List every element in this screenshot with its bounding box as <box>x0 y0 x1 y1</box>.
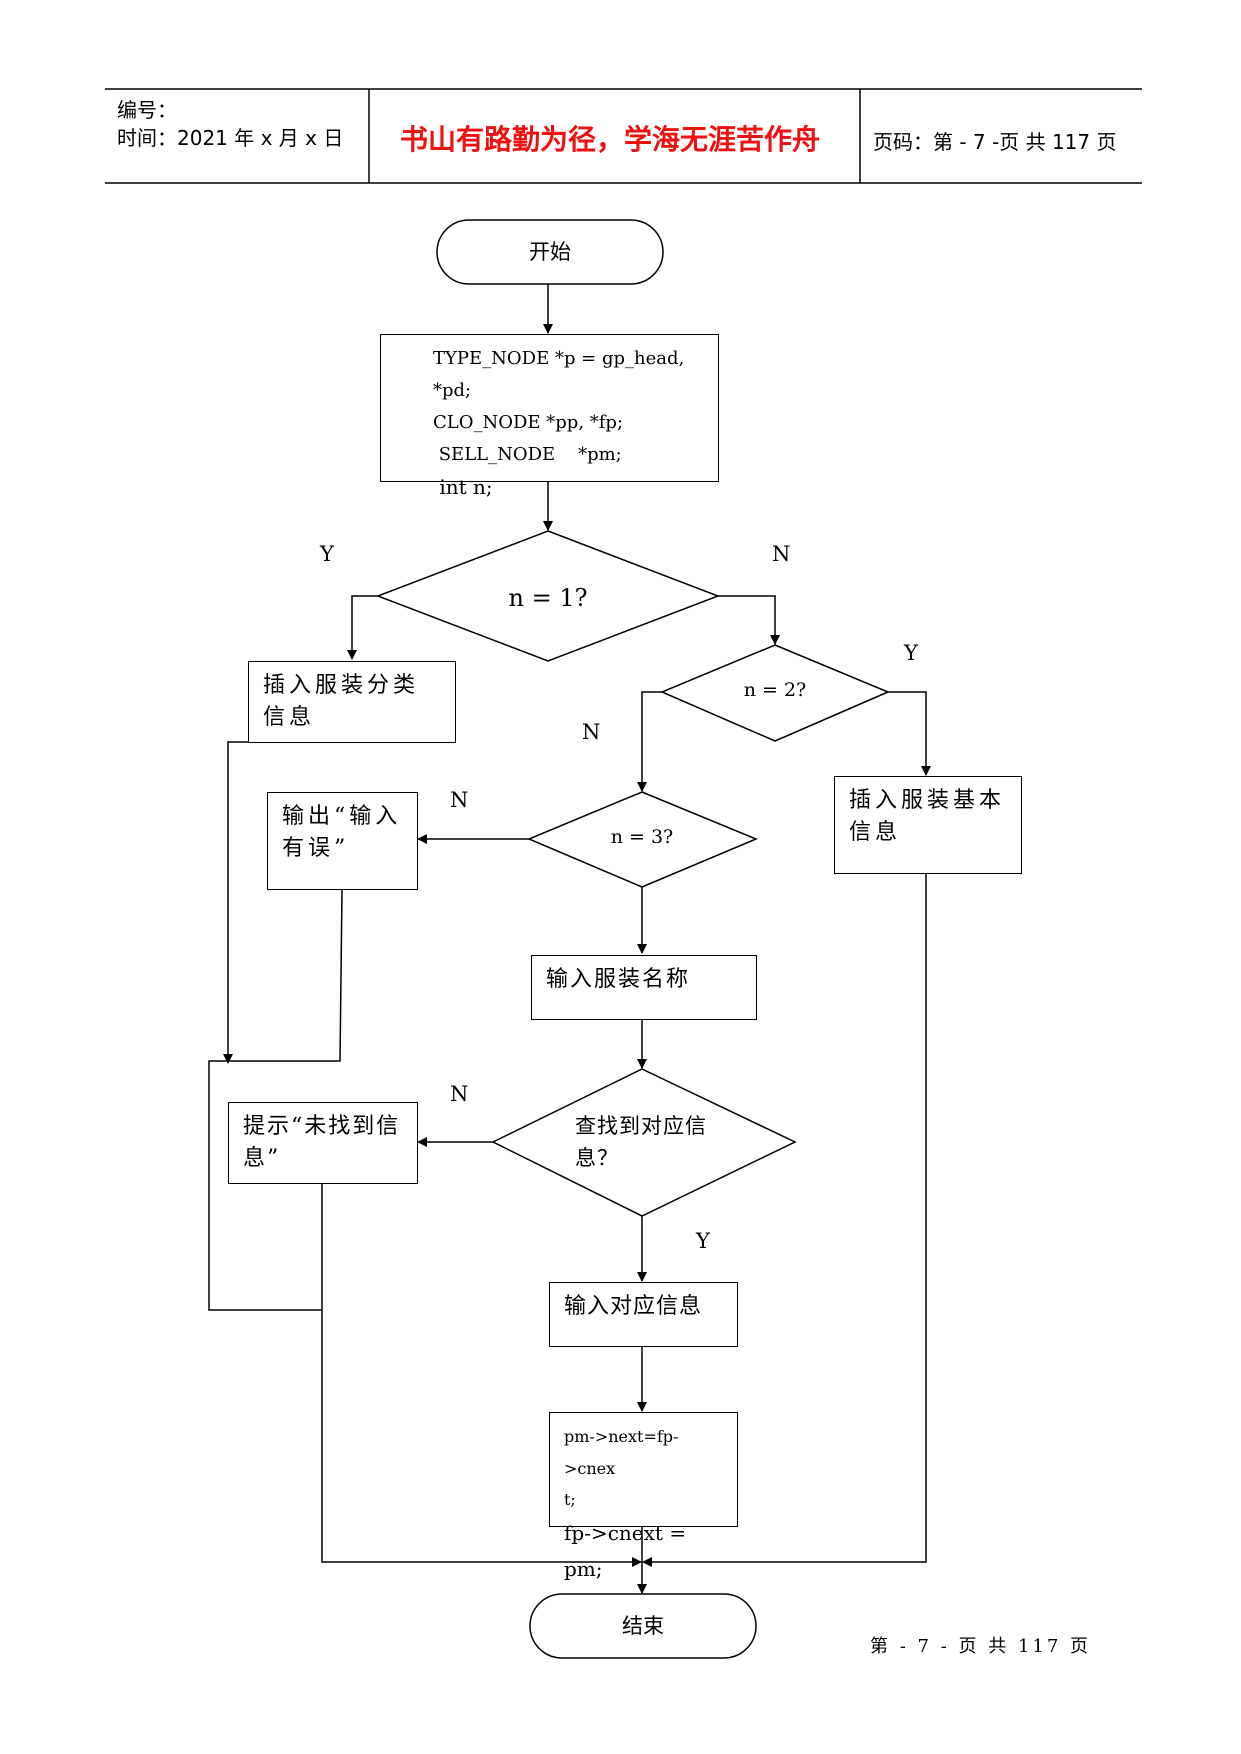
insert-basic-box: 插入服装基本信息 <box>834 776 1022 874</box>
footer-page-number: 第 - 7 - 页 共 117 页 <box>870 1636 1092 1657</box>
header-table-lines <box>105 88 1142 184</box>
assign-box: pm->next=fp->cnex t; fp->cnext = pm; <box>549 1412 738 1581</box>
decision-n2-label: n = 2? <box>743 679 807 701</box>
assign-line-3: fp->cnext = pm; <box>564 1521 687 1581</box>
decision-n2-shape <box>660 644 890 742</box>
declarations-box: TYPE_NODE *p = gp_head, *pd; CLO_NODE *p… <box>380 334 719 499</box>
label-n-found: N <box>450 1082 469 1106</box>
start-terminal <box>436 219 664 285</box>
assign-line-2: t; <box>564 1490 576 1509</box>
decl-line-2: CLO_NODE *pp, *fp; <box>433 412 624 433</box>
page-header: 编号： 时间：2021 年 x 月 x 日 书山有路勤为径，学海无涯苦作舟 页码… <box>0 0 1241 200</box>
time-label: 时间：2021 年 x 月 x 日 <box>117 126 344 150</box>
number-label: 编号： <box>117 98 177 122</box>
slogan: 书山有路勤为径，学海无涯苦作舟 <box>399 123 820 156</box>
decision-found-label: 查找到对应信息？ <box>575 1114 707 1170</box>
decl-line-1: TYPE_NODE *p = gp_head, *pd; <box>433 348 685 401</box>
label-n-n1: N <box>772 542 791 566</box>
label-y-found: Y <box>696 1229 710 1253</box>
output-error-box: 输出“输入有误” <box>267 792 418 890</box>
input-info-box: 输入对应信息 <box>549 1282 738 1347</box>
decl-line-4: int n; <box>433 475 493 499</box>
decl-line-3: SELL_NODE *pm; <box>433 444 622 465</box>
decision-n1-shape <box>375 530 721 662</box>
decision-n3-label: n = 3? <box>610 826 674 848</box>
insert-category-box: 插入服装分类信息 <box>248 661 456 743</box>
label-y-n1: Y <box>320 542 334 566</box>
label-y-n2: Y <box>904 641 918 665</box>
end-terminal <box>529 1593 757 1659</box>
start-label: 开始 <box>529 240 571 264</box>
label-n-n2: N <box>582 720 601 744</box>
prompt-not-found-box: 提示“未找到信息” <box>228 1102 418 1184</box>
assign-line-1: pm->next=fp->cnex <box>564 1427 679 1478</box>
page-label: 页码：第 - 7 -页 共 117 页 <box>873 130 1117 154</box>
end-label: 结束 <box>622 1614 664 1638</box>
input-name-box: 输入服装名称 <box>531 955 757 1020</box>
decision-n1-label: n = 1? <box>508 584 588 612</box>
label-n-n3: N <box>450 788 469 812</box>
